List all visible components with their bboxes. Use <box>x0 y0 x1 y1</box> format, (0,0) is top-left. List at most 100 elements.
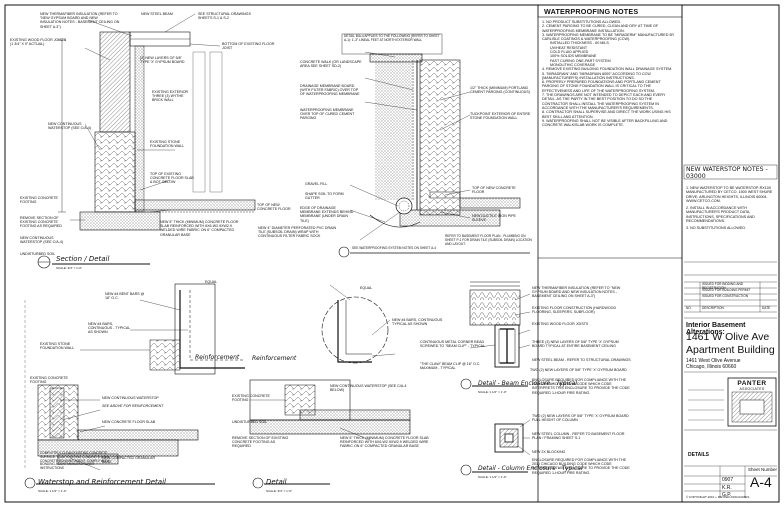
revision-header-desc: DESCRIPTION <box>702 306 724 310</box>
label-drain-tile: NEW 4" DIAMETER PERFORATED PVC DRAIN TIL… <box>258 226 337 239</box>
wp-notes-list: 1. NO PRODUCT SUBSTITUTIONS ALLOWED. 2. … <box>542 20 678 127</box>
label-blocking: NEW 2x BLOCKING <box>532 450 566 454</box>
wp-note: 8. CONTRACTOR SHALL SUPERVISE AND DIRECT… <box>542 110 671 119</box>
wp-notes-title: WATERPROOFING NOTES <box>544 7 639 16</box>
wp-note: 9. WATERPROOFING SHALL NOT BE VISIBLE AF… <box>542 118 668 128</box>
waterstop-notes-title: NEW WATERSTOP NOTES - 03000 <box>686 166 768 180</box>
detail-3-scale: SCALE: 3/4" = 1'-0" <box>266 489 293 493</box>
label-waterstop-3: NEW CONTINUOUS WATERSTOP <box>102 396 159 400</box>
label-plumbing-ref: REFER TO BASEMENT FLOOR PLAN - PLUMBING … <box>445 234 532 246</box>
label-wood-joists: EXISTING WOOD FLOOR JOISTS (1 3/4" x 9" … <box>10 38 67 47</box>
label-bars-continuous: NEW #4 BARS, CONTINUOUS - TYPICAL AS SHO… <box>88 322 131 335</box>
label-ductile-sleeve: NEW DUCTILE IRON PIPE SLEEVE <box>472 214 516 223</box>
revision-row: ISSUED FOR BUILDING PERMIT <box>702 288 751 292</box>
wp-sub-note: MONOLITHIC COVERAGE <box>550 62 596 67</box>
label-granular-base: NEW COMPACTED GRANULAR BASE <box>102 456 156 465</box>
label-steel-beam: NEW STEEL BEAM <box>141 12 173 16</box>
label-see-wp-notes: SEE WATERPROOFING SYSTEM NOTES ON SHEET … <box>352 246 437 250</box>
copyright: © COPYRIGHT 2010 + PANTER ASSOCIATES <box>686 495 750 499</box>
detail-4-scale: SCALE: 1 1/2" = 1'-0" <box>478 390 507 394</box>
revision-header-no: NO. <box>686 306 692 310</box>
wp-sub-note: FAST CURING ONE-PART SYSTEM <box>550 58 611 63</box>
detail-5-scale: SCALE: 1 1/2" = 1'-0" <box>478 475 507 479</box>
label-new-slab-1: NEW 5" THICK (MINIMUM) CONCRETE FLOOR SL… <box>160 220 239 237</box>
label-equal-2: EQUAL <box>360 286 373 290</box>
wp-note: 5. "MIRADRAIN" AND "MIRADRAIN 6000" ACCO… <box>542 71 651 80</box>
wp-sub-note: INSTALLED THICKNESS - 60 MILS <box>550 41 609 46</box>
firm-sub: ASSOCIATES <box>739 387 765 391</box>
label-steel-beam-2: NEW STEEL BEAM - REFER TO STRUCTURAL DRA… <box>532 358 631 362</box>
checked-by: G.P. <box>722 492 732 498</box>
label-wood-joists-beam: EXISTING WOOD FLOOR JOISTS <box>532 322 589 326</box>
label-concrete-walk: CONCRETE WALK (OR LANDSCAPE AREA SEE SHE… <box>300 60 362 69</box>
project-address-2: Chicago, Illinois 60660 <box>686 364 737 370</box>
detail-1-scale: SCALE: 3/4" = 1'-0" <box>56 266 83 270</box>
details-label: DETAILS <box>688 452 710 458</box>
revision-header-date: DATE <box>762 306 771 310</box>
project-title-3: Apartment Building <box>686 344 775 356</box>
wp-note: 7. THE DRAWINGS ARE NOT INTENDED TO DEPI… <box>542 93 666 110</box>
label-stone-wall-1: EXISTING STONE FOUNDATION WALL <box>150 140 185 149</box>
wp-note: 2. CEMENT PARGING TO BE CURED, CLEAN AND… <box>542 24 659 33</box>
wp-sub-note: 100% SOLIDS MEMBRANE <box>550 54 597 59</box>
wp-sub-note: UV/HEAT RESISTANT <box>550 45 588 50</box>
label-drainage-board: DRAINAGE MEMBRANE BOARD (WITH FILTER FAB… <box>300 84 360 97</box>
label-insulation-beam: NEW THERMAFIBER INSULATION (REFER TO "NE… <box>532 286 621 299</box>
label-bottom-joist: BOTTOM OF EXISTING FLOOR JOIST <box>222 42 275 51</box>
label-bent-bars: NEW #4 BENT BARS @ 18" O.C. <box>105 292 145 301</box>
detail-2-title: Waterstop and Reinforcement Detail <box>38 478 166 486</box>
label-enclosure-col: ENCLOSURE REQUIRED FOR COMPLIANCE WITH T… <box>532 458 630 475</box>
label-undisturbed-soil-2: UNDISTURBED SOIL <box>232 420 268 424</box>
project-title-2: 1461 W Olive Ave <box>686 331 770 343</box>
waterstop-note: 2. INSTALL IN ACCORDANCE WITH MANUFACTUR… <box>686 206 755 224</box>
revision-row: ISSUED FOR BIDDING AND REGISTRATION <box>702 282 744 290</box>
sheet-number: A-4 <box>750 474 772 490</box>
label-existing-footing: EXISTING CONCRETE FOOTING <box>20 196 58 205</box>
label-see-above: SEE ABOVE FOR REINFORCEMENT <box>102 404 164 408</box>
detail-4-title: Detail - Beam Enclosure - Typical <box>478 380 577 387</box>
label-enclosure-beam: ENCLOSURE REQUIRED FOR COMPLIANCE WITH T… <box>532 378 630 395</box>
waterstop-note: 3. NO SUBSTITUTIONS ALLOWED. <box>686 226 747 231</box>
detail-3-title: Detail <box>266 478 287 486</box>
reinforcement-label-2: Reinforcement <box>252 355 297 362</box>
label-new-slab-2: NEW CONCRETE FLOOR SLAB <box>102 420 156 424</box>
label-waterstop-1: NEW CONTINUOUS WATERSTOP (SEE C/A-4) <box>48 122 91 131</box>
label-bars-typ-3: NEW #4 BARS, CONTINUOUS TYPICAL AS SHOWN <box>392 318 443 327</box>
sheet-number-label: Sheet Number <box>748 467 778 472</box>
waterstop-note: 1. NEW WATERSTOP TO BE WATERSTOP-RX100 M… <box>686 186 773 203</box>
detail-2-scale: SCALE: 1 1/2" = 1'-0" <box>38 489 67 493</box>
wp-note: 1. NO PRODUCT SUBSTITUTIONS ALLOWED. <box>542 20 622 24</box>
wp-sub-note: COLD FLUID APPLIED <box>550 50 589 55</box>
label-steel-column: NEW STEEL COLUMN - REFER TO BASEMENT FLO… <box>532 432 625 441</box>
label-waterstop-2: NEW CONTINUOUS WATERSTOP (SEE C/A-4) <box>20 236 63 245</box>
label-two-gypsum-col: TWO (2) NEW LAYERS OF 5/8" TYPE 'X' GYPS… <box>532 414 629 423</box>
label-membrane-edge: EDGE OF DRAINAGE MEMBRANE EXTENDS BEHIND… <box>300 206 354 223</box>
label-gypsum-layers: (2) NEW LAYERS OF 5/8" TYPE 'X' GYPSUM B… <box>140 56 185 65</box>
label-detail-b-applies: DETAIL B/A-4 APPLIES TO THE FOLLOWING (R… <box>344 34 440 42</box>
waterstop-notes-list: 1. NEW WATERSTOP TO BE WATERSTOP-RX100 M… <box>686 186 776 231</box>
label-three-gypsum: THREE (3) NEW LAYERS OF 5/8" TYPE 'X' GY… <box>532 340 619 349</box>
label-tuckpoint: TUCKPOINT EXTERIOR OF ENTIRE STONE FOUND… <box>470 112 531 121</box>
label-waterstop-4: NEW CONTINUOUS WATERSTOP (SEE C/A-4 BELO… <box>330 384 407 393</box>
label-bonding-agent: COMPLETELY CLEAN EXISTING CONCRETE SURFA… <box>40 451 109 471</box>
reinforcement-label-1: Reinforcement <box>195 354 240 361</box>
label-footing-3: EXISTING CONCRETE FOOTING <box>232 394 270 403</box>
drawn-by: K.R. <box>722 485 732 491</box>
wp-note: 4. REMOVE EXISTING BUILDING FOUNDATION W… <box>542 67 673 72</box>
label-wp-membrane: WATERPROOFING MEMBRANE OVER TOP OF CURED… <box>300 108 355 121</box>
wp-note: 6. PROPERLY PREPARED FOUNDATIONS AND POR… <box>542 80 661 93</box>
label-beam-clip: "THE CLAW" BEAM CLIP @ 16" O.C. MAXIMUM … <box>420 362 481 371</box>
label-top-new-floor-2: TOP OF NEW CONCRETE FLOOR <box>472 186 516 195</box>
label-brick-wall: EXISTING EXTERIOR THREE (3) WYTHE BRICK … <box>152 90 189 103</box>
label-gutter: SHAPE SOIL TO FORM GUTTER <box>305 192 344 201</box>
label-two-gypsum-beam: TWO (2) NEW LAYERS OF 5/8" TYPE 'X' GYPS… <box>530 368 627 372</box>
job-no: 0907 <box>722 477 734 483</box>
label-structural-ref: SEE STRUCTURAL DRAWINGS SHEETS S-1 & S-2 <box>198 12 251 21</box>
label-undisturbed-soil-1: UNDISTURBED SOIL <box>20 252 56 256</box>
label-top-new-floor-1: TOP OF NEW CONCRETE FLOOR <box>257 203 291 212</box>
detail-5-title: Detail - Column Enclosure - Typical <box>478 465 583 472</box>
revision-row: ISSUED FOR CONSTRUCTION <box>702 294 749 298</box>
detail-1-title: Section / Detail <box>56 255 110 263</box>
